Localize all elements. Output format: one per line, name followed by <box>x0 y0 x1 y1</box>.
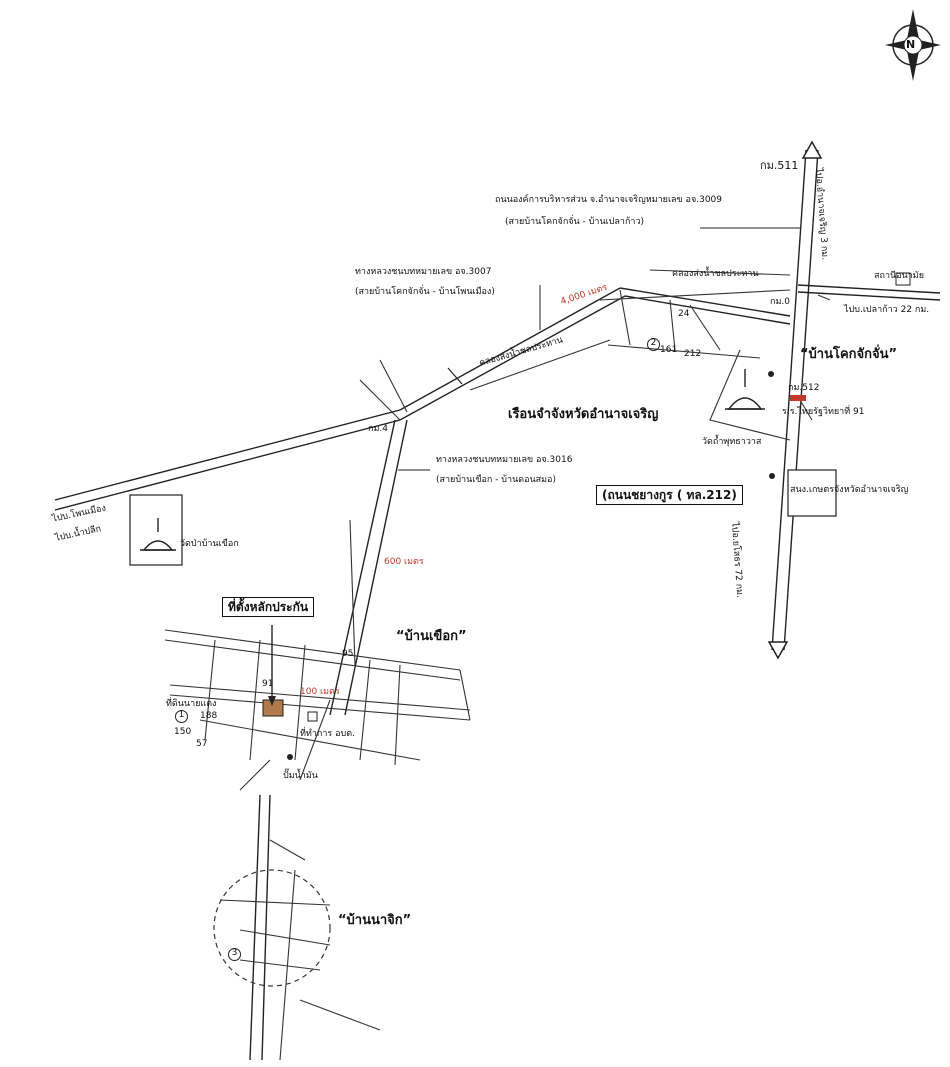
stupa-icon <box>725 369 765 410</box>
north-arrow-icon <box>885 9 941 81</box>
label-h91: 91 <box>262 679 274 689</box>
label-subdistrict: ที่ทำการ อบต. <box>300 729 355 739</box>
label-health-station: สถานีอนามัย <box>874 271 924 281</box>
label-h188: 188 <box>200 711 218 721</box>
label-nearby: ที่ดินนายแดง <box>166 699 217 709</box>
marker-2: 2 <box>647 338 660 351</box>
label-to-laokao: ไปบ.เปลาก้าว 22 กม. <box>844 305 930 315</box>
label-600m: 600 เมตร <box>384 557 424 567</box>
label-h95: 95 <box>342 649 354 659</box>
label-school: ร.ร.ไทยรัฐวิทยาที่ 91 <box>782 407 865 417</box>
village-roads <box>164 519 471 791</box>
label-hw3007-1: ทางหลวงชนบทหมายเลข อจ.3007 <box>355 267 492 277</box>
label-h212: 212 <box>684 349 702 359</box>
road-3007 <box>54 287 791 511</box>
label-h161: 161 <box>660 345 678 355</box>
label-km4: กม.4 <box>368 424 388 434</box>
label-office: สนง.เกษตรจังหวัดอำนาจเจริญ <box>790 485 909 495</box>
label-ban-khueak: “บ้านเขือก” <box>396 629 467 644</box>
label-hw3016-2: (สายบ้านเขือก - บ้านดอนสมอ) <box>436 475 556 485</box>
label-100m: 100 เมตร <box>300 687 340 697</box>
label-prison: เรือนจำจังหวัดอำนาจเจริญ <box>508 407 659 422</box>
label-wat-tham: วัดถ้ำพุทธาวาส <box>702 437 762 447</box>
label-h24: 24 <box>678 309 690 319</box>
label-highway212: (ถนนชยางกูร ( ทล.212) <box>596 485 743 505</box>
label-ban-na-chik: “บ้านนาจิก” <box>338 913 412 928</box>
compass-letter: N <box>906 38 916 51</box>
label-gas-station: ปั๊มน้ำมัน <box>283 771 318 781</box>
label-km0: กม.0 <box>770 297 790 307</box>
label-hw3016-1: ทางหลวงชนบทหมายเลข อจ.3016 <box>436 455 573 465</box>
label-h57: 57 <box>196 739 208 749</box>
south-road <box>219 794 381 1061</box>
label-hw3007-2: (สายบ้านโคกจักจั่น - บ้านโพนเมือง) <box>355 287 495 297</box>
label-orbor-2: (สายบ้านโคกจักจั่น - บ้านเปลาก้าว) <box>505 217 645 227</box>
marker-1: 1 <box>175 710 188 723</box>
location-box: ที่ตั้งหลักประกัน <box>222 597 315 617</box>
label-wat-pa: วัดป่าบ้านเขือก <box>180 539 239 549</box>
label-canal-top: คลองส่งน้ำชลประทาน <box>672 269 759 279</box>
label-h150: 150 <box>174 727 192 737</box>
label-km512: กม.512 <box>788 383 820 393</box>
label-orbor-1: ถนนองค์การบริหารส่วน จ.อำนาจเจริญหมายเลข… <box>495 195 723 205</box>
marker-3: 3 <box>228 948 241 961</box>
label-ban-khok: “บ้านโคกจักจั่น” <box>800 347 898 362</box>
label-km511: กม.511 <box>760 159 799 172</box>
